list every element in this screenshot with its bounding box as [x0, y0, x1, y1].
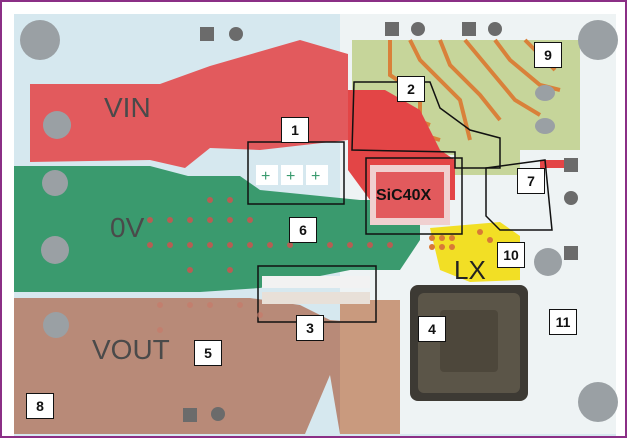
vin-label: VIN — [104, 92, 151, 123]
ic-label: SiC40X — [376, 187, 432, 204]
header-pads — [183, 22, 578, 422]
vin-terminal-hole — [43, 111, 71, 139]
callout-6: 6 — [289, 217, 317, 243]
callout-11: 11 — [549, 309, 577, 335]
svg-text:+: + — [311, 168, 320, 185]
lx-vias — [429, 229, 493, 250]
lx-label: LX — [454, 255, 486, 285]
lx-test-hole — [534, 248, 562, 276]
mounting-hole-top-left — [20, 20, 60, 60]
mounting-hole-top-right — [578, 20, 618, 60]
svg-text:+: + — [286, 168, 295, 185]
pad-round-top — [229, 27, 243, 41]
inductor-marking — [440, 310, 498, 372]
vout-to-inductor-pour — [340, 300, 400, 434]
ground-terminal-hole-2 — [42, 170, 68, 196]
callout-2: 2 — [397, 76, 425, 102]
pad-square-top — [200, 27, 214, 41]
callout-9: 9 — [534, 42, 562, 68]
ground-label: 0V — [110, 212, 145, 243]
callout-7: 7 — [517, 168, 545, 194]
ground-terminal-hole — [41, 236, 69, 264]
mounting-holes — [20, 20, 618, 422]
output-capacitors — [262, 276, 370, 304]
pad-round-bottom — [211, 407, 225, 421]
box-ic — [365, 157, 463, 235]
mounting-hole-bottom-right — [578, 382, 618, 422]
vin-copper-pour — [30, 40, 348, 168]
vout-terminal-hole — [43, 312, 69, 338]
input-capacitors: + + + — [256, 165, 328, 185]
box-7 — [485, 159, 553, 231]
pad-square-bottom — [183, 408, 197, 422]
ic-body — [376, 172, 444, 218]
svg-text:+: + — [261, 168, 270, 185]
ground-vias — [147, 197, 393, 273]
callout-8: 8 — [26, 393, 54, 419]
callout-5: 5 — [194, 340, 222, 366]
vout-label: VOUT — [92, 334, 170, 365]
vout-copper-pour — [14, 298, 380, 434]
callout-10: 10 — [497, 242, 525, 268]
ground-copper-pour — [14, 166, 420, 292]
vout-vias — [157, 302, 263, 333]
callout-4: 4 — [418, 316, 446, 342]
callout-1: 1 — [281, 117, 309, 143]
box-2 — [351, 81, 501, 169]
callout-3: 3 — [296, 315, 324, 341]
